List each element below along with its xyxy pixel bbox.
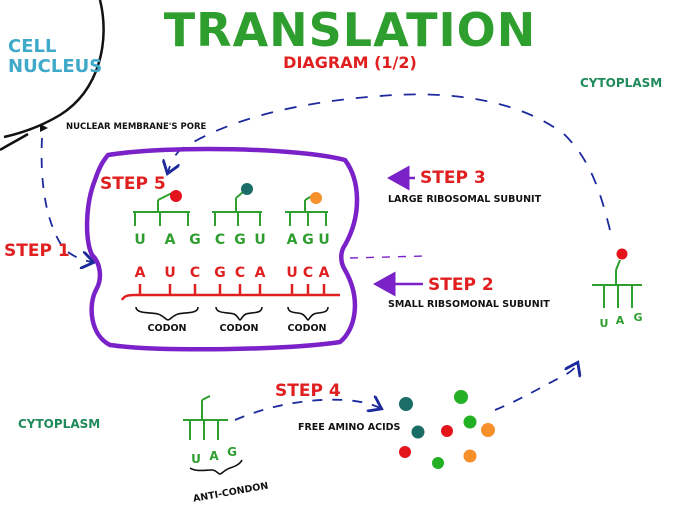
trna-base: G [302,232,314,248]
amino-acid-green [463,415,477,429]
step5-label: STEP 5 [100,174,166,194]
trna-group-1 [133,192,190,226]
mrna-base: U [164,265,175,281]
amino-acid-red [399,446,411,458]
mrna-base: C [303,265,313,281]
incoming-trna-base: A [616,314,625,327]
step2-label: STEP 2 [428,275,494,295]
large-subunit-label: LARGE RIBOSOMAL SUBUNIT [388,194,542,205]
step4-label: STEP 4 [275,381,341,401]
nuclear-membrane-lower [0,132,29,152]
amino-acid-teal-bound [241,183,253,195]
cytoplasm-label-bottom: CYTOPLASM [18,417,100,431]
mrna-base: C [190,265,200,281]
cytoplasm-label-top: CYTOPLASM [580,76,662,90]
trna-group-3 [285,195,328,226]
trna-base: A [287,232,298,248]
amino-acid-green [432,457,444,469]
nuclear-membrane [3,0,105,139]
trna-group-2 [212,191,262,226]
trna-base: G [234,232,246,248]
mrna-base: A [255,265,266,281]
free-trna-base: G [227,445,237,459]
trna-base: U [318,232,329,248]
exit-dash [349,255,426,259]
mrna-base: A [135,265,146,281]
cell-nucleus-label-1: CELL [8,36,56,57]
amino-acid-red [441,425,453,437]
anti-codon-label: ANTI-CONDON [192,481,269,505]
trna-base: U [134,232,145,248]
trna-base: A [165,232,176,248]
amino-acid-orange-bound [310,192,322,204]
free-amino-acids [399,390,495,469]
codon-label: CODON [148,323,187,334]
amino-acid-green [454,390,468,404]
codon-braces [135,306,329,321]
ribosome-outline [84,146,360,352]
step1-label: STEP 1 [4,241,70,261]
free-trna-base: A [209,449,219,463]
free-trna-base: U [191,452,201,466]
cycle-path-left [40,137,92,262]
incoming-trna-base: U [600,317,609,330]
free-amino-acids-label: FREE AMINO ACIDS [298,422,401,433]
mrna-base: C [235,265,245,281]
amino-acid-orange [481,423,495,437]
page-title: TRANSLATION [164,3,536,57]
codon-label: CODON [288,323,327,334]
amino-acid-teal [399,397,413,411]
nuclear-pore-label: NUCLEAR MEMBRANE'S PORE [66,122,206,132]
trna-base: U [254,232,265,248]
amino-acid-red-incoming [616,248,628,260]
incoming-trna [592,259,642,308]
amino-acid-red-bound [170,190,182,202]
small-subunit-label: SMALL RIBSOMONAL SUBUNIT [388,299,550,310]
cell-nucleus-label-2: NUCLEUS [8,56,102,77]
cycle-path-bottom [494,364,577,411]
page-subtitle: DIAGRAM (1/2) [283,53,417,72]
mrna-base: U [286,265,297,281]
mrna-base: A [319,265,330,281]
anti-codon-brace [189,459,243,475]
step3-label: STEP 3 [420,168,486,188]
nuclear-pore-arrow [40,124,48,132]
incoming-trna-base: G [633,311,642,324]
cycle-path-top [168,93,611,231]
step4-path [234,400,380,421]
mrna-base: G [214,265,226,281]
mrna-strand [120,284,340,301]
codon-label: CODON [220,323,259,334]
trna-base: G [189,232,201,248]
trna-base: C [215,232,225,248]
amino-acid-orange [463,449,477,463]
amino-acid-teal [411,425,425,439]
free-trna [183,395,228,440]
